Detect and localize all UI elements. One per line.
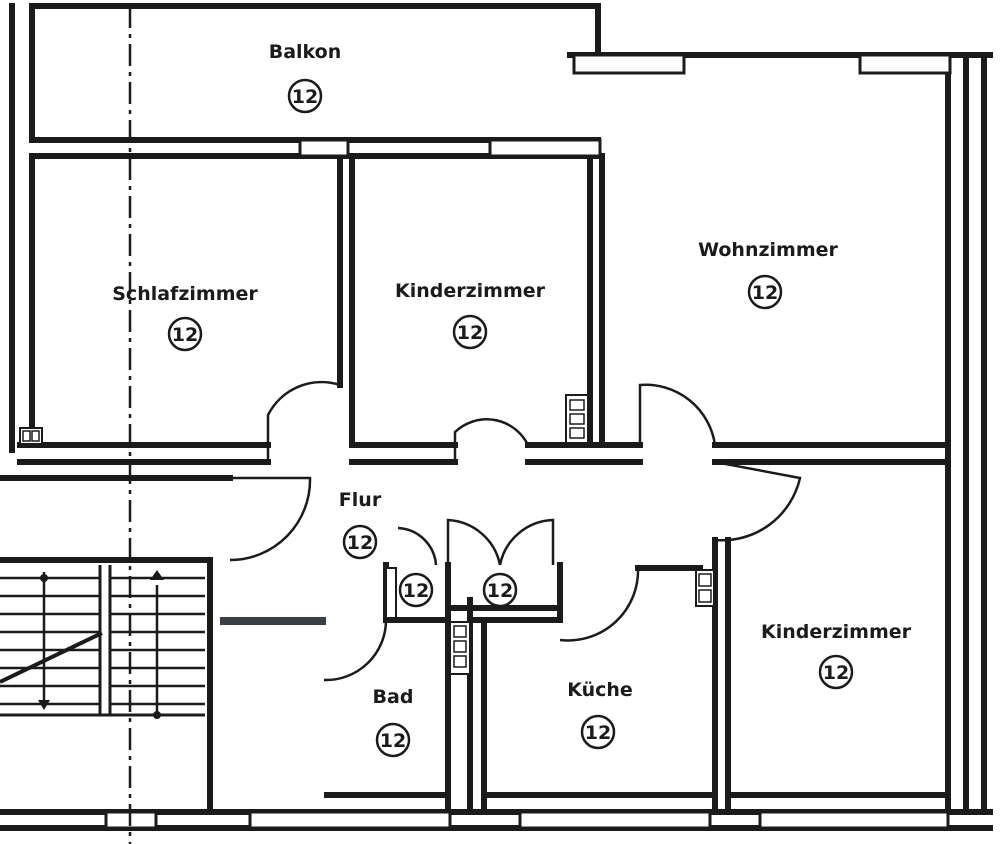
room-number-badge bbox=[818, 654, 854, 690]
shaft-schlafzimmer bbox=[19, 427, 43, 445]
shaft-abstell bbox=[385, 567, 397, 619]
shaft-kinderzimmer bbox=[565, 394, 589, 444]
room-number-badge bbox=[580, 714, 616, 750]
redaction-bar bbox=[220, 617, 326, 625]
room-label-kueche: Küche bbox=[567, 679, 633, 701]
room-kinderzimmer-1: Kinderzimmer 12 bbox=[395, 280, 546, 350]
room-label-kinderzimmer-2: Kinderzimmer bbox=[761, 621, 912, 643]
room-number-badge bbox=[452, 314, 488, 350]
room-number-balkon: 12 bbox=[292, 86, 318, 108]
room-number-abstell-1: 12 bbox=[403, 580, 429, 602]
shaft-bad bbox=[449, 621, 471, 675]
interior-walls bbox=[0, 137, 951, 815]
room-abstell-2: 12 bbox=[482, 572, 518, 608]
room-number-badge bbox=[287, 78, 323, 114]
room-number-abstell-2: 12 bbox=[487, 580, 513, 602]
room-number-kueche: 12 bbox=[585, 722, 611, 744]
room-label-wohnzimmer: Wohnzimmer bbox=[698, 239, 838, 261]
room-number-wohnzimmer: 12 bbox=[752, 282, 778, 304]
room-number-badge bbox=[167, 316, 203, 352]
room-number-badge bbox=[398, 572, 434, 608]
room-number-schlafzimmer: 12 bbox=[172, 324, 198, 346]
doors bbox=[229, 380, 802, 682]
room-number-badge bbox=[482, 572, 518, 608]
room-label-schlafzimmer: Schlafzimmer bbox=[112, 283, 258, 305]
room-flur: Flur 12 bbox=[339, 489, 382, 560]
room-number-badge bbox=[375, 722, 411, 758]
room-number-bad: 12 bbox=[380, 730, 406, 752]
staircase bbox=[0, 565, 205, 719]
room-balkon: Balkon 12 bbox=[269, 41, 342, 114]
room-label-bad: Bad bbox=[373, 686, 414, 708]
room-label-balkon: Balkon bbox=[269, 41, 342, 63]
room-number-kinderzimmer-2: 12 bbox=[823, 662, 849, 684]
shaft-kueche bbox=[695, 569, 715, 607]
room-bad: Bad 12 bbox=[373, 686, 414, 758]
room-label-kinderzimmer-1: Kinderzimmer bbox=[395, 280, 546, 302]
room-wohnzimmer: Wohnzimmer 12 bbox=[698, 239, 839, 310]
room-label-flur: Flur bbox=[339, 489, 382, 511]
room-schlafzimmer: Schlafzimmer 12 bbox=[112, 283, 258, 352]
room-kinderzimmer-2: Kinderzimmer 12 bbox=[761, 621, 912, 690]
room-number-badge bbox=[747, 274, 783, 310]
redaction-patch bbox=[220, 617, 326, 800]
room-kueche: Küche 12 bbox=[567, 679, 633, 750]
shafts bbox=[19, 394, 715, 675]
windows bbox=[104, 53, 952, 830]
room-number-badge bbox=[342, 524, 378, 560]
room-abstell-1: 12 bbox=[398, 572, 434, 608]
room-number-kinderzimmer-1: 12 bbox=[457, 322, 483, 344]
room-number-flur: 12 bbox=[347, 532, 373, 554]
